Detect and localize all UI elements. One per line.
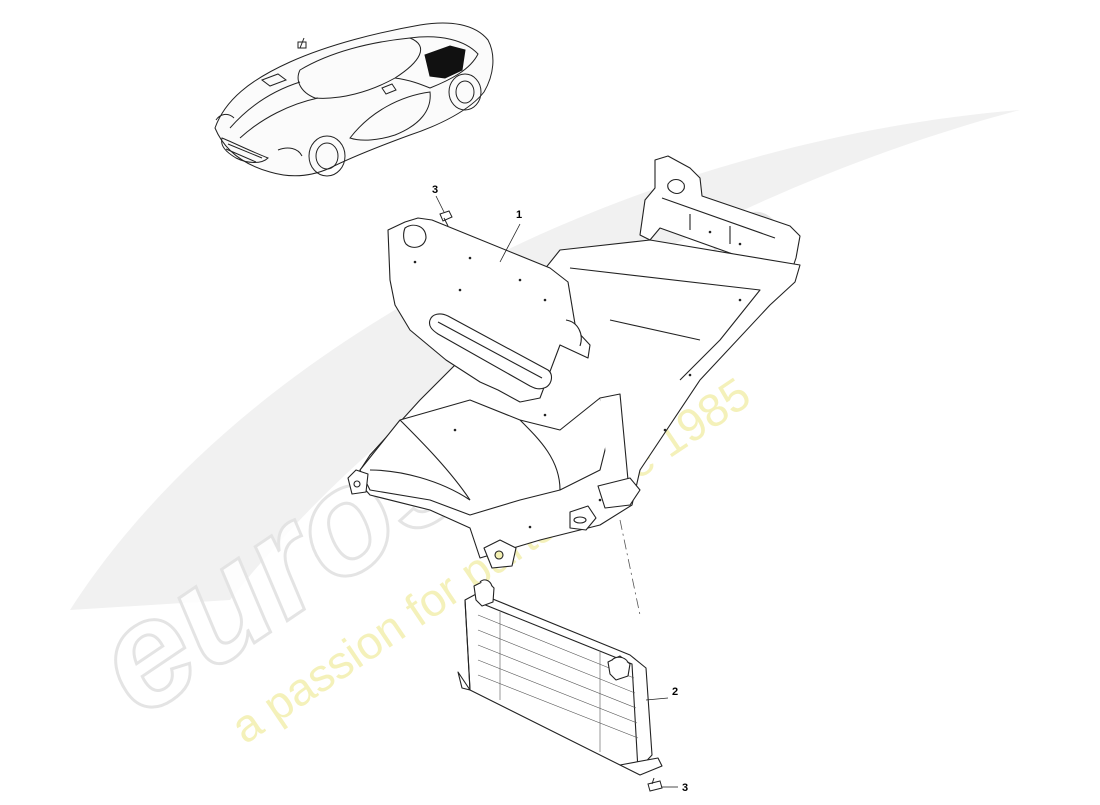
callout-part-3-top: 3	[432, 184, 439, 196]
part-1-bracket-assembly	[347, 155, 801, 569]
alignment-centerline	[619, 519, 641, 616]
part-2-oil-cooler	[457, 579, 663, 776]
locator-highlight	[424, 45, 466, 79]
callout-part-3-bottom: 3	[682, 782, 689, 794]
watermark-swoosh	[70, 110, 1020, 610]
part-3-bolt-top	[435, 195, 453, 227]
callout-part-2: 2	[672, 686, 679, 698]
vehicle-locator-car	[214, 22, 494, 177]
part-3-bolt-bottom	[647, 777, 678, 792]
leader-line-1	[499, 223, 521, 263]
leader-line-2	[645, 697, 669, 701]
callout-part-1: 1	[516, 209, 523, 221]
